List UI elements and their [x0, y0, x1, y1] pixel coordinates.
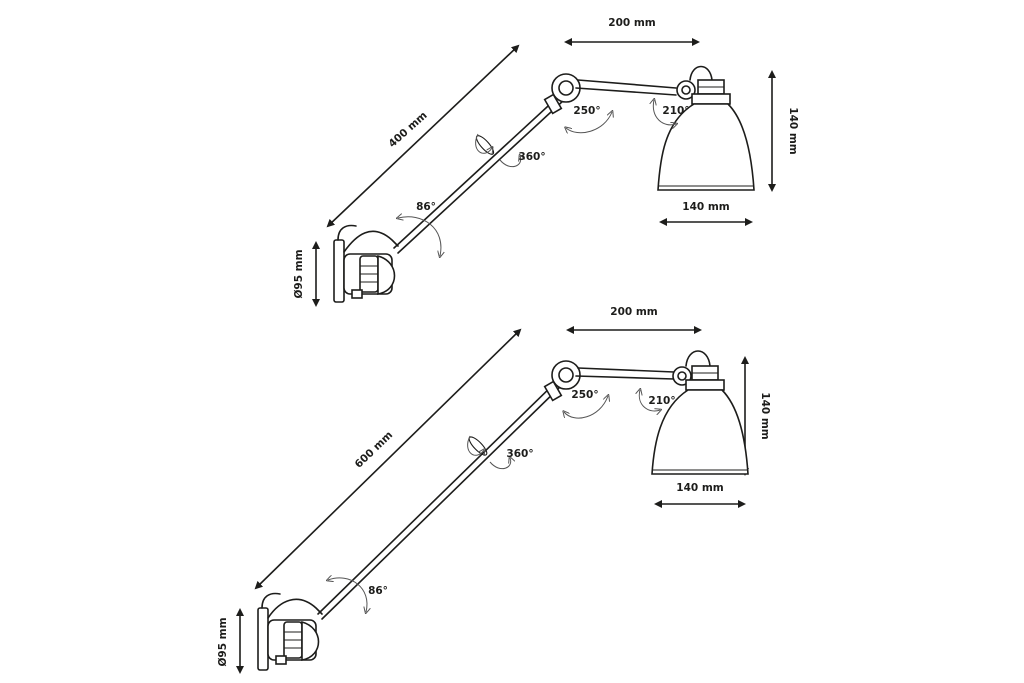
- arm-length-dimension: [326, 44, 520, 228]
- shade-height-label: 140 mm: [759, 392, 771, 440]
- shade-height-label: 140 mm: [787, 107, 799, 155]
- base-diameter-label: Ø95 mm: [293, 249, 305, 298]
- upper-joint-angle: 250°: [571, 389, 598, 401]
- base-tilt-angle: 86°: [368, 585, 388, 597]
- arm-length-dimension: [254, 328, 522, 590]
- lamp-400-drawing: 200 mm 400 mm 140 mm 140 mm Ø95 mm: [293, 17, 799, 307]
- shade-width-label: 140 mm: [676, 482, 724, 494]
- arm-length-label: 600 mm: [353, 429, 396, 471]
- shade-joint-angle: 210°: [648, 395, 675, 407]
- shade-joint-angle: 210°: [662, 105, 689, 117]
- upper-joint: [543, 73, 581, 115]
- lamp-600-drawing: 200 mm 600 mm 140 mm 140 mm Ø95 mm: [217, 306, 771, 674]
- upper-joint: [543, 360, 581, 402]
- wall-mount: [257, 592, 323, 671]
- shade-width-label: 140 mm: [682, 201, 730, 213]
- lamp-shade: [657, 79, 755, 191]
- rotation-indicators: [328, 390, 660, 612]
- rotation-indicators: [398, 100, 676, 256]
- upper-arm: [575, 79, 677, 96]
- base-diameter-label: Ø95 mm: [217, 617, 229, 666]
- arm-length-label: 400 mm: [386, 109, 429, 150]
- arm-rotation-angle: 360°: [506, 448, 533, 460]
- upper-arm: [575, 367, 675, 380]
- arm-rotation-angle: 360°: [518, 151, 545, 163]
- shade-spacing-label: 200 mm: [610, 306, 658, 318]
- lamp-shade: [651, 365, 749, 475]
- shade-spacing-label: 200 mm: [608, 17, 656, 29]
- lower-arm: [317, 379, 563, 620]
- upper-joint-angle: 250°: [573, 105, 600, 117]
- shade-joint: [676, 65, 713, 100]
- wall-mount: [333, 224, 399, 303]
- base-tilt-angle: 86°: [416, 201, 436, 213]
